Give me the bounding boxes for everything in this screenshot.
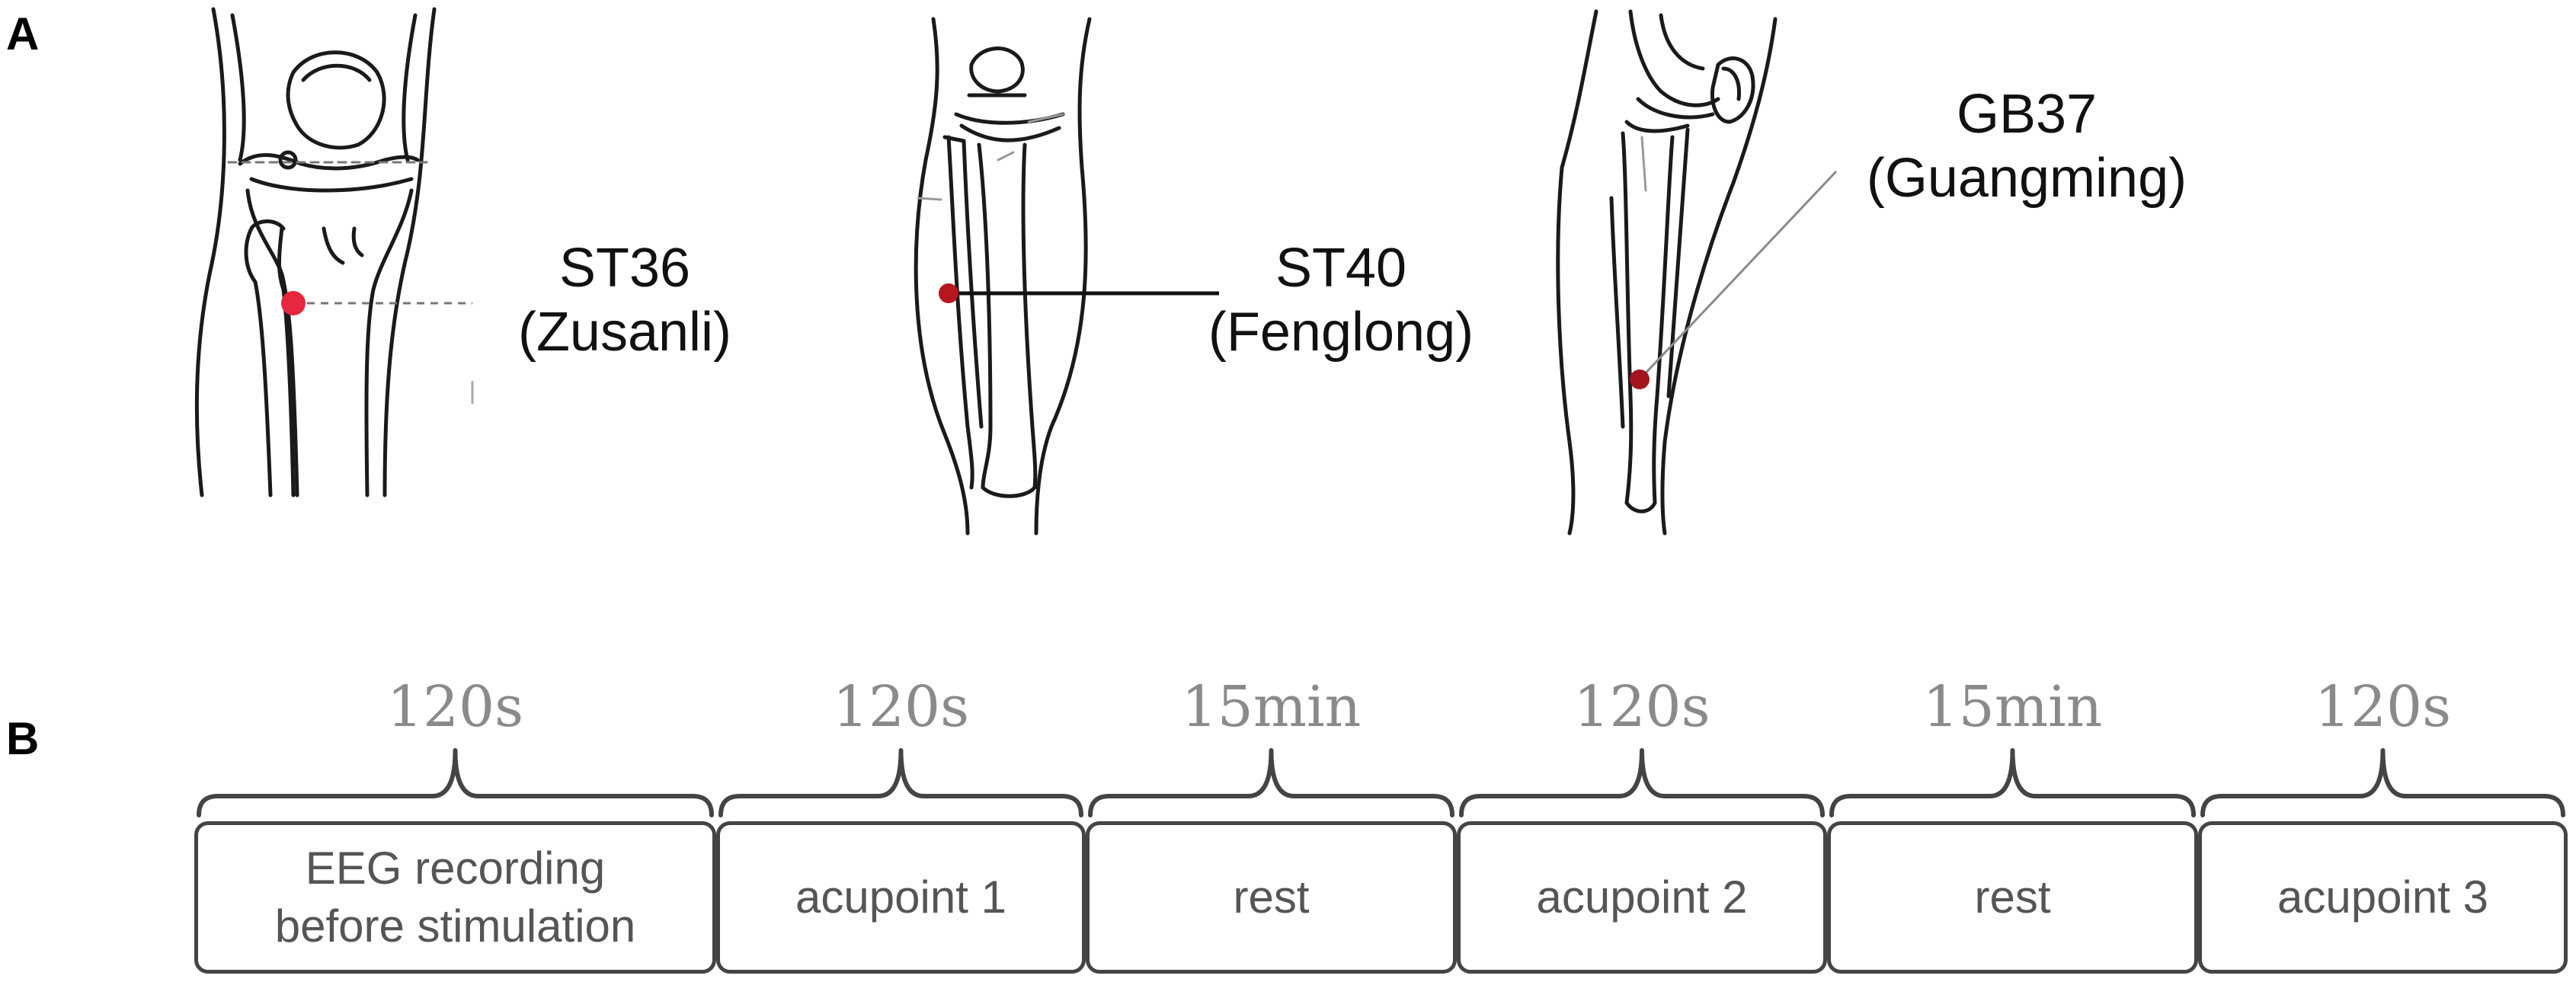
- lower-leg-lateral-illustration: [1556, 9, 1778, 536]
- timeline-brace: [1088, 748, 1454, 817]
- st40-label: ST40 (Fenglong): [1173, 236, 1509, 364]
- lower-leg-anterior-illustration: [914, 17, 1092, 536]
- st36-code: ST36: [558, 238, 691, 299]
- timeline-duration-label: 120s: [832, 674, 970, 740]
- timeline-step-label: rest: [1233, 872, 1310, 923]
- timeline-step-label: acupoint 3: [2277, 872, 2488, 923]
- timeline-duration-label: 120s: [1573, 674, 1710, 740]
- timeline-duration-label: 15min: [1922, 674, 2103, 740]
- timeline-step-label: EEG recording before stimulation: [274, 843, 636, 952]
- gb37-name: (Guangming): [1866, 148, 2187, 209]
- timeline-step-box: acupoint 3: [2198, 821, 2568, 974]
- st40-name: (Fenglong): [1208, 302, 1474, 363]
- timeline-step-box: rest: [1827, 821, 2198, 974]
- st36-label: ST36 (Zusanli): [480, 236, 770, 364]
- gb37-label: GB37 (Guangming): [1829, 82, 2225, 210]
- gb37-point-marker: [1630, 369, 1650, 389]
- st40-point-marker: [939, 283, 958, 303]
- timeline-step-label: rest: [1974, 872, 2051, 923]
- timeline-step-box: acupoint 1: [716, 821, 1086, 974]
- timeline-duration-label: 120s: [2314, 674, 2452, 740]
- st40-code: ST40: [1275, 238, 1407, 299]
- timeline-brace: [197, 748, 714, 817]
- panel-label-a: A: [6, 8, 40, 59]
- timeline-brace: [1459, 748, 1825, 817]
- gb37-code: GB37: [1956, 84, 2098, 145]
- timeline-step-box: EEG recording before stimulation: [194, 821, 716, 974]
- timeline-duration-label: 120s: [386, 674, 524, 740]
- timeline-step-box: acupoint 2: [1457, 821, 1827, 974]
- gb37-leader-line: [1638, 170, 1838, 381]
- timeline-brace: [2200, 748, 2565, 817]
- st36-name: (Zusanli): [517, 302, 732, 363]
- timeline-brace: [718, 748, 1083, 817]
- panel-label-b: B: [6, 713, 40, 764]
- knee-anterior-illustration: [194, 7, 437, 497]
- timeline-step-box: rest: [1086, 821, 1457, 974]
- st36-point-marker: [281, 291, 306, 315]
- timeline-step-label: acupoint 2: [1536, 872, 1748, 923]
- timeline-step-label: acupoint 1: [795, 872, 1006, 923]
- timeline-brace: [1829, 748, 2196, 817]
- timeline-duration-label: 15min: [1181, 674, 1362, 740]
